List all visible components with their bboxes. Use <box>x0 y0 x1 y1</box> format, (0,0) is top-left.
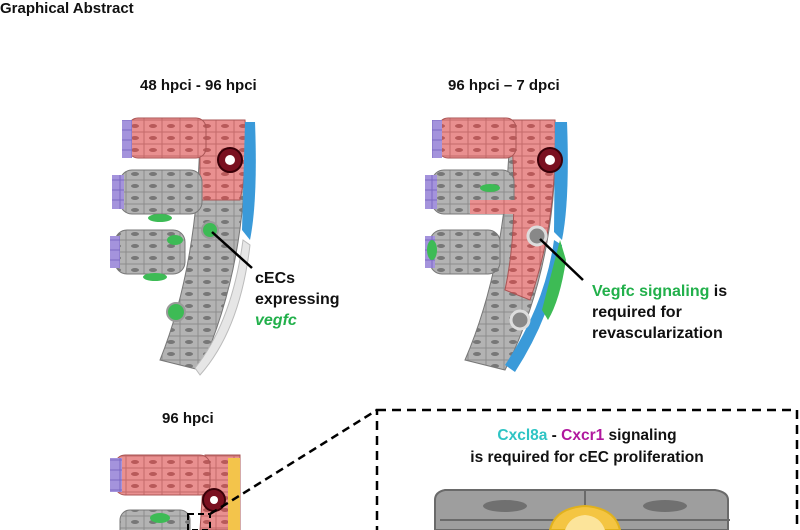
cxcr1-text: Cxcr1 <box>561 427 605 444</box>
inset-dash: - <box>547 427 562 444</box>
inset-cell-illustration <box>434 489 730 530</box>
panel1-callout-line1: cECs <box>255 270 296 287</box>
panel1-callout-line2: expressing <box>255 291 340 308</box>
cxcl8a-text: Cxcl8a <box>497 427 548 444</box>
panel3-title: 96 hpci <box>162 410 214 427</box>
panel2-title: 96 hpci – 7 dpci <box>448 77 560 94</box>
panel2-heart-illustration <box>425 117 584 372</box>
inset-heading: Cxcl8a - Cxcr1 signaling is required for… <box>377 425 797 469</box>
panel1-heart-illustration <box>110 117 256 376</box>
inset-signaling: signaling <box>604 427 677 444</box>
panel2-callout: Vegfc signaling is required for revascul… <box>592 281 727 344</box>
inset-box <box>375 408 799 530</box>
panel1-callout-vegfc: vegfc <box>255 312 297 329</box>
panel2-callout-line3: revascularization <box>592 325 723 342</box>
vegfc-signaling-text: Vegfc signaling <box>592 283 710 300</box>
panel3-heart-illustration <box>110 408 378 530</box>
panel2-callout-line2: required for <box>592 304 682 321</box>
panel2-callout-is: is <box>709 283 728 300</box>
panel1-title: 48 hpci - 96 hpci <box>140 77 257 94</box>
panel2-callout-line1: Vegfc signaling is <box>592 281 727 302</box>
inset-heading-line1: Cxcl8a - Cxcr1 signaling <box>377 425 797 447</box>
panel1-callout: cECs expressing vegfc <box>255 268 339 331</box>
inset-heading-line2: is required for cEC proliferation <box>470 449 704 466</box>
graphical-abstract-title: Graphical Abstract <box>0 0 134 17</box>
